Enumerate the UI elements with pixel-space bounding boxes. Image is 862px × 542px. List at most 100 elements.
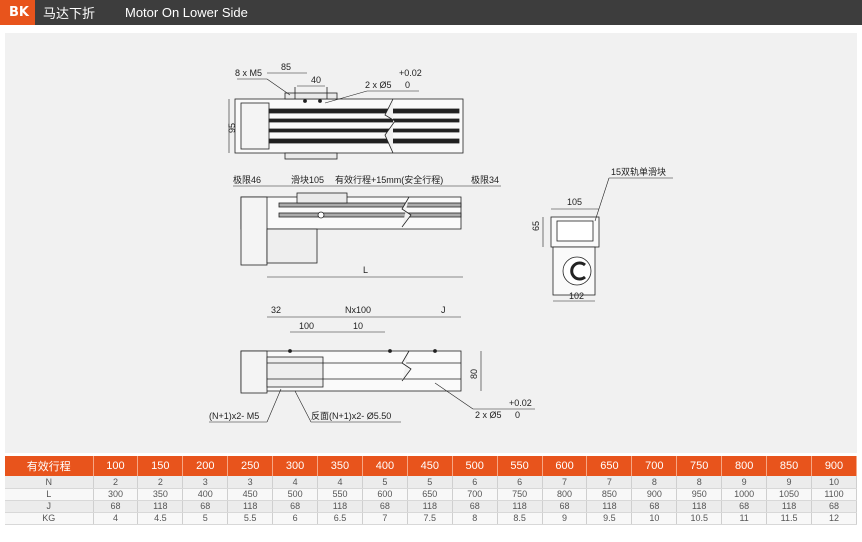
dim-40: 40: [311, 75, 321, 85]
spec-cell: 600: [362, 488, 408, 501]
section-header: BK 马达下折 Motor On Lower Side: [0, 0, 862, 25]
spec-cell: 3: [182, 476, 229, 489]
spec-cell: 4.5: [137, 512, 184, 525]
spec-cell: 8: [676, 476, 723, 489]
top-view: [234, 87, 464, 160]
spec-cell: 118: [766, 500, 812, 513]
spec-cell: 68: [272, 500, 319, 513]
spec-stroke-header: 700: [631, 456, 678, 476]
dim-limit-right: 极限34: [471, 174, 499, 185]
dim-8xm5: 8 x M5: [235, 68, 262, 78]
side-view: [240, 192, 462, 266]
spec-stroke-header: 450: [407, 456, 453, 476]
spec-cell: 9.5: [586, 512, 633, 525]
title-english: Motor On Lower Side: [125, 5, 248, 20]
spec-stroke-header: 500: [452, 456, 498, 476]
spec-cell: 118: [137, 500, 184, 513]
spec-cell: 12: [811, 512, 857, 525]
dim-tol-zero-bottom: 0: [515, 410, 520, 420]
spec-stroke-header: 200: [182, 456, 229, 476]
spec-stroke-header: 900: [811, 456, 857, 476]
spec-stroke-header: 100: [93, 456, 139, 476]
spec-cell: 118: [227, 500, 274, 513]
spec-cell: 2: [93, 476, 139, 489]
spec-cell: 68: [93, 500, 139, 513]
spec-cell: 1100: [811, 488, 857, 501]
spec-cell: 9: [721, 476, 768, 489]
drawing-svg: 85 40 8 x M5 +0.02 2 x Ø5 0 95 极限46 滑块10…: [209, 62, 673, 423]
dim-stroke: 有效行程+15mm(安全行程): [335, 174, 443, 185]
dim-L: L: [363, 265, 368, 275]
spec-cell: 68: [362, 500, 408, 513]
dim-tol-plus-bottom: +0.02: [509, 398, 532, 408]
spec-cell: 350: [137, 488, 184, 501]
spec-cell: 4: [93, 512, 139, 525]
spec-cell: 1000: [721, 488, 768, 501]
spec-cell: 11: [721, 512, 768, 525]
spec-cell: 4: [272, 476, 319, 489]
spec-cell: 6: [452, 476, 498, 489]
spec-cell: 10: [811, 476, 857, 489]
spec-stroke-header: 750: [676, 456, 723, 476]
spec-cell: 68: [452, 500, 498, 513]
spec-cell: 6.5: [317, 512, 363, 525]
spec-stroke-header: 150: [137, 456, 184, 476]
spec-header-row: 有效行程 100 150 200 250 300 350 400 450 500…: [5, 456, 857, 476]
spec-stroke-header: 850: [766, 456, 812, 476]
spec-cell: 300: [93, 488, 139, 501]
dim-tol-plus-top: +0.02: [399, 68, 422, 78]
spec-cell: 68: [721, 500, 768, 513]
spec-cell: 650: [407, 488, 453, 501]
spec-cell: 900: [631, 488, 678, 501]
spec-cell: 750: [497, 488, 543, 501]
dim-32: 32: [271, 305, 281, 315]
spec-cell: 1050: [766, 488, 812, 501]
dim-95: 95: [227, 123, 237, 133]
bottom-view: [240, 349, 462, 394]
spec-table: 有效行程 100 150 200 250 300 350 400 450 500…: [5, 456, 857, 525]
dim-slider: 滑块105: [291, 174, 324, 185]
dim-80: 80: [469, 369, 479, 379]
spec-header-label: 有效行程: [5, 456, 94, 476]
dim-100: 100: [299, 321, 314, 331]
spec-row-label: J: [5, 500, 94, 513]
spec-cell: 10: [631, 512, 678, 525]
spec-cell: 800: [542, 488, 588, 501]
spec-cell: 7: [362, 512, 408, 525]
spec-stroke-header: 250: [227, 456, 274, 476]
dim-2xd5-top: 2 x Ø5: [365, 80, 392, 90]
spec-cell: 9: [766, 476, 812, 489]
dim-rail-note: 15双轨单滑块: [611, 166, 666, 177]
dim-tol-zero-top: 0: [405, 80, 410, 90]
spec-cell: 3: [227, 476, 274, 489]
spec-cell: 68: [182, 500, 229, 513]
spec-stroke-header: 600: [542, 456, 588, 476]
dim-holes-m5: (N+1)x2- M5: [209, 411, 259, 421]
spec-cell: 850: [586, 488, 633, 501]
spec-cell: 4: [317, 476, 363, 489]
spec-row-label: N: [5, 476, 94, 489]
spec-cell: 6: [272, 512, 319, 525]
dim-105: 105: [567, 197, 582, 207]
dim-102: 102: [569, 291, 584, 301]
spec-cell: 118: [586, 500, 633, 513]
spec-stroke-header: 400: [362, 456, 408, 476]
spec-cell: 5.5: [227, 512, 274, 525]
dim-2xd5-bottom: 2 x Ø5: [475, 410, 502, 420]
spec-cell: 8: [631, 476, 678, 489]
end-view: [550, 216, 600, 296]
spec-cell: 5: [362, 476, 408, 489]
spec-cell: 10.5: [676, 512, 723, 525]
spec-cell: 7.5: [407, 512, 453, 525]
dim-10: 10: [353, 321, 363, 331]
spec-stroke-header: 350: [317, 456, 363, 476]
spec-cell: 8: [452, 512, 498, 525]
spec-cell: 2: [137, 476, 184, 489]
spec-cell: 118: [317, 500, 363, 513]
dim-J: J: [441, 305, 446, 315]
spec-stroke-header: 800: [721, 456, 768, 476]
